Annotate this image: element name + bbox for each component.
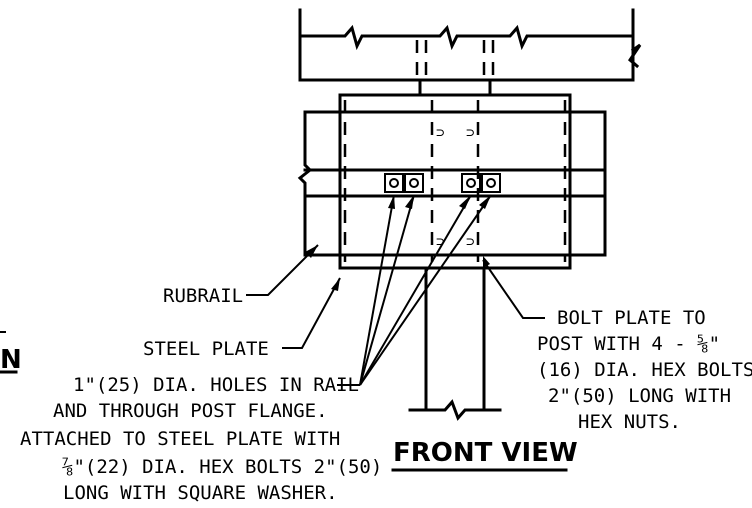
holes-note-line-2: AND THROUGH POST FLANGE. xyxy=(53,400,328,422)
holes-note: 1"(25) DIA. HOLES IN RAIL AND THROUGH PO… xyxy=(20,374,382,504)
bolt-plate-line-2: POST WITH 4 - ⅝" xyxy=(537,333,720,355)
post xyxy=(408,266,502,421)
rubrail: ⊃ ⊃ ⊃ ⊃ xyxy=(297,100,607,262)
bolt-plate-line-5: HEX NUTS. xyxy=(578,411,681,433)
bolt-plate-line-3: (16) DIA. HEX BOLTS xyxy=(537,359,752,381)
left-edge-letter: N xyxy=(0,345,22,375)
holes-note-line-1: 1"(25) DIA. HOLES IN RAIL xyxy=(73,374,359,396)
top-beam xyxy=(298,8,642,97)
front-view-title: FRONT VIEW xyxy=(393,438,578,468)
steel-plate-label: STEEL PLATE xyxy=(143,338,269,360)
svg-text:⊃: ⊃ xyxy=(466,234,474,250)
leaders xyxy=(246,194,545,386)
rubrail-label: RUBRAIL xyxy=(163,285,243,307)
holes-note-line-4: ⅞"(22) DIA. HEX BOLTS 2"(50) xyxy=(62,456,382,478)
svg-text:⊃: ⊃ xyxy=(466,125,474,141)
svg-text:⊃: ⊃ xyxy=(436,234,444,250)
steel-plate xyxy=(338,93,572,270)
holes-note-line-3: ATTACHED TO STEEL PLATE WITH xyxy=(20,428,340,450)
bolt-plate-line-1: BOLT PLATE TO xyxy=(557,307,706,329)
svg-text:⊃: ⊃ xyxy=(436,125,444,141)
view-title: FRONT VIEW xyxy=(391,438,578,472)
holes-note-line-5: LONG WITH SQUARE WASHER. xyxy=(63,482,338,504)
bolt-plate-line-4: 2"(50) LONG WITH xyxy=(548,385,731,407)
bolt-plate-note: BOLT PLATE TO POST WITH 4 - ⅝" (16) DIA.… xyxy=(537,307,752,433)
bolt-group xyxy=(384,173,501,193)
